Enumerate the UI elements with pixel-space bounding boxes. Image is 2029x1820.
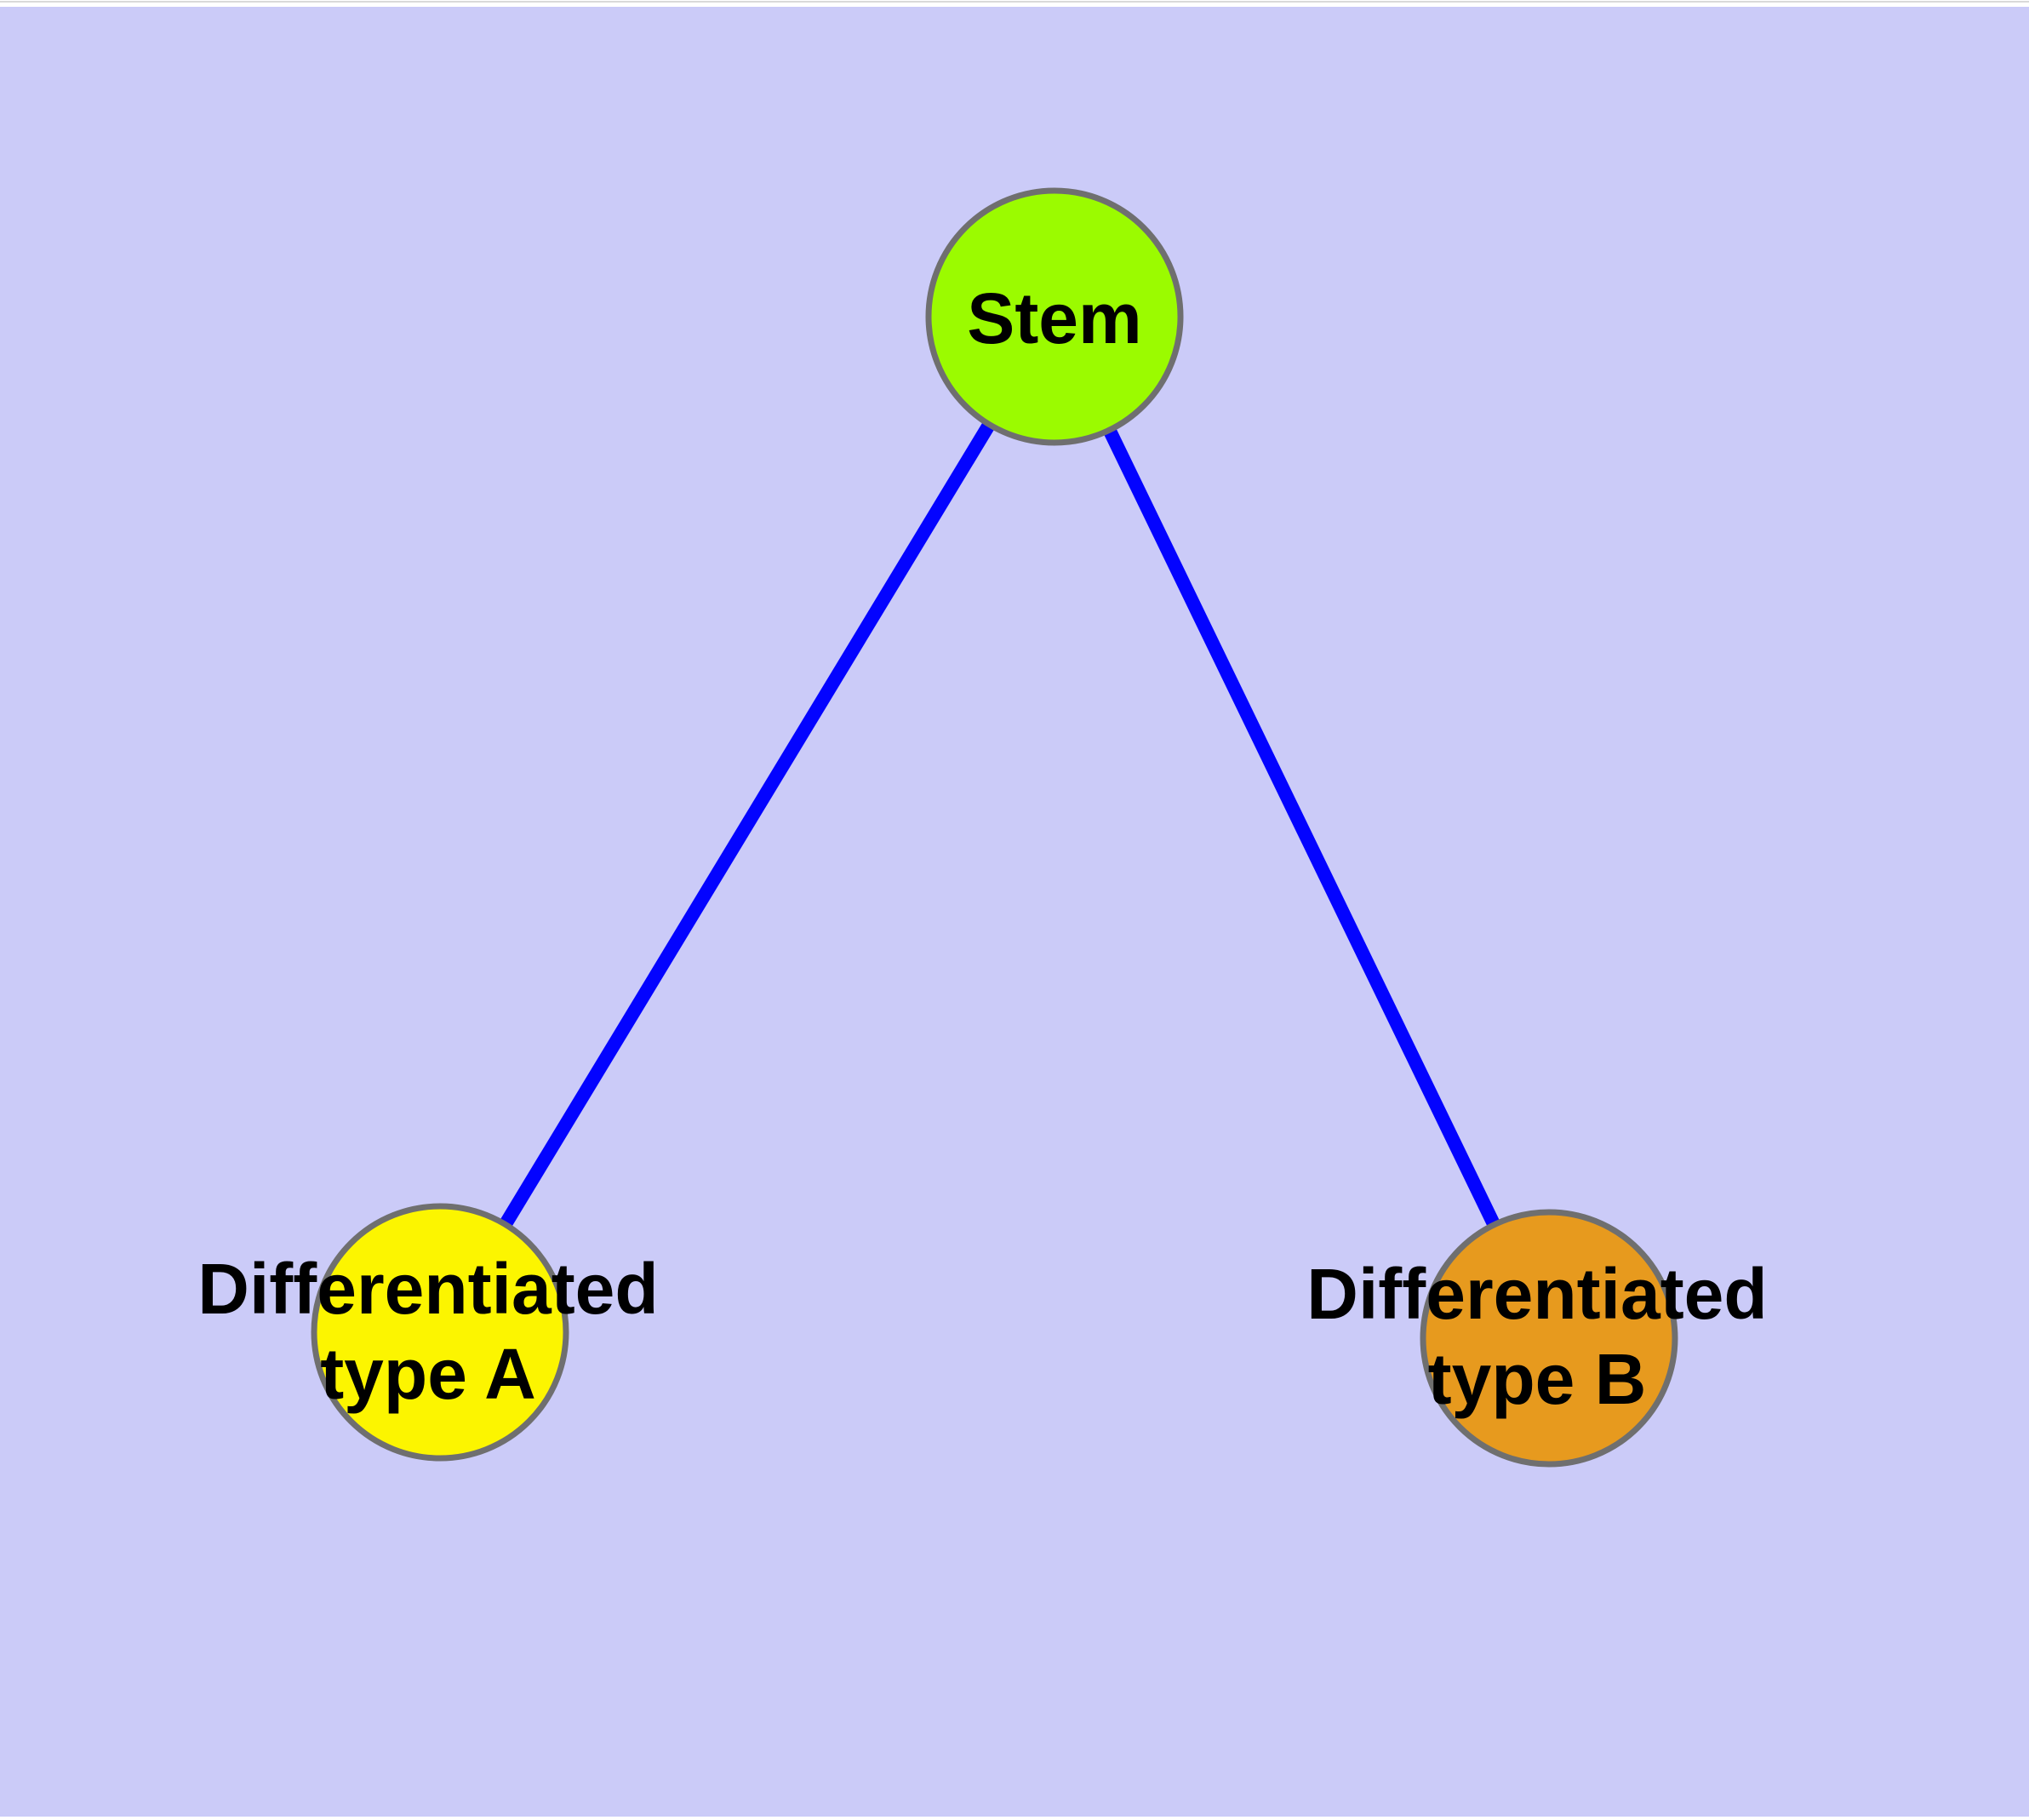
node-label-type-a-line1: Differentiated <box>197 1249 659 1329</box>
node-label-differentiated-type-b: Differentiated type B <box>1306 1251 1767 1422</box>
edge-stem-to-type-a <box>434 312 1060 1336</box>
node-differentiated-type-b <box>1420 1209 1678 1468</box>
node-stem <box>925 187 1184 446</box>
node-label-type-a-line2: type A <box>320 1334 536 1414</box>
node-label-type-b-line1: Differentiated <box>1306 1254 1768 1334</box>
node-label-differentiated-type-a: Differentiated type A <box>197 1246 658 1417</box>
node-label-type-b-line2: type B <box>1427 1339 1647 1419</box>
top-border-line <box>0 1 2029 3</box>
node-differentiated-type-a <box>311 1203 569 1462</box>
node-label-stem: Stem <box>967 276 1141 361</box>
edge-stem-to-type-b <box>1048 313 1556 1342</box>
node-label-stem-text: Stem <box>967 278 1142 358</box>
